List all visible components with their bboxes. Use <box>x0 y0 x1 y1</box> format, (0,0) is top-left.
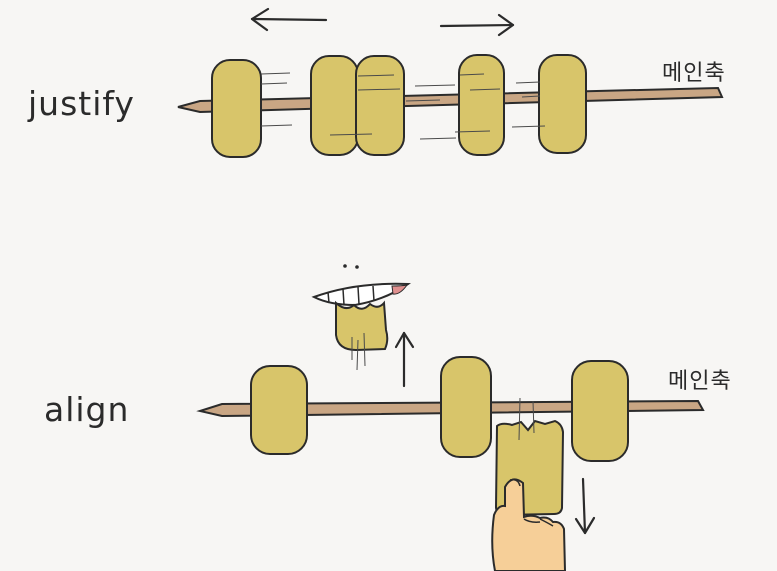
pulling-hand-icon <box>491 478 567 571</box>
justify-label: justify <box>28 84 135 123</box>
food-block <box>571 360 629 462</box>
arrow-up-icon <box>394 331 415 388</box>
align-label: align <box>44 390 130 429</box>
food-block <box>355 55 405 156</box>
biting-mouth-icon <box>311 264 412 371</box>
main-axis-label-bottom: 메인축 <box>668 369 732 394</box>
food-block <box>310 55 359 156</box>
food-block <box>250 365 308 455</box>
arrow-left-icon <box>250 7 328 32</box>
motion-lines <box>518 397 535 441</box>
food-block <box>538 54 587 154</box>
arrow-down-icon <box>574 477 596 535</box>
food-block <box>440 356 492 458</box>
main-axis-label-top: 메인축 <box>662 61 726 86</box>
motion-lines <box>260 72 546 140</box>
arrow-right-icon <box>439 13 515 37</box>
justify-diagram <box>177 7 724 158</box>
food-block <box>458 54 505 156</box>
align-diagram <box>196 264 705 571</box>
food-block <box>211 59 262 158</box>
